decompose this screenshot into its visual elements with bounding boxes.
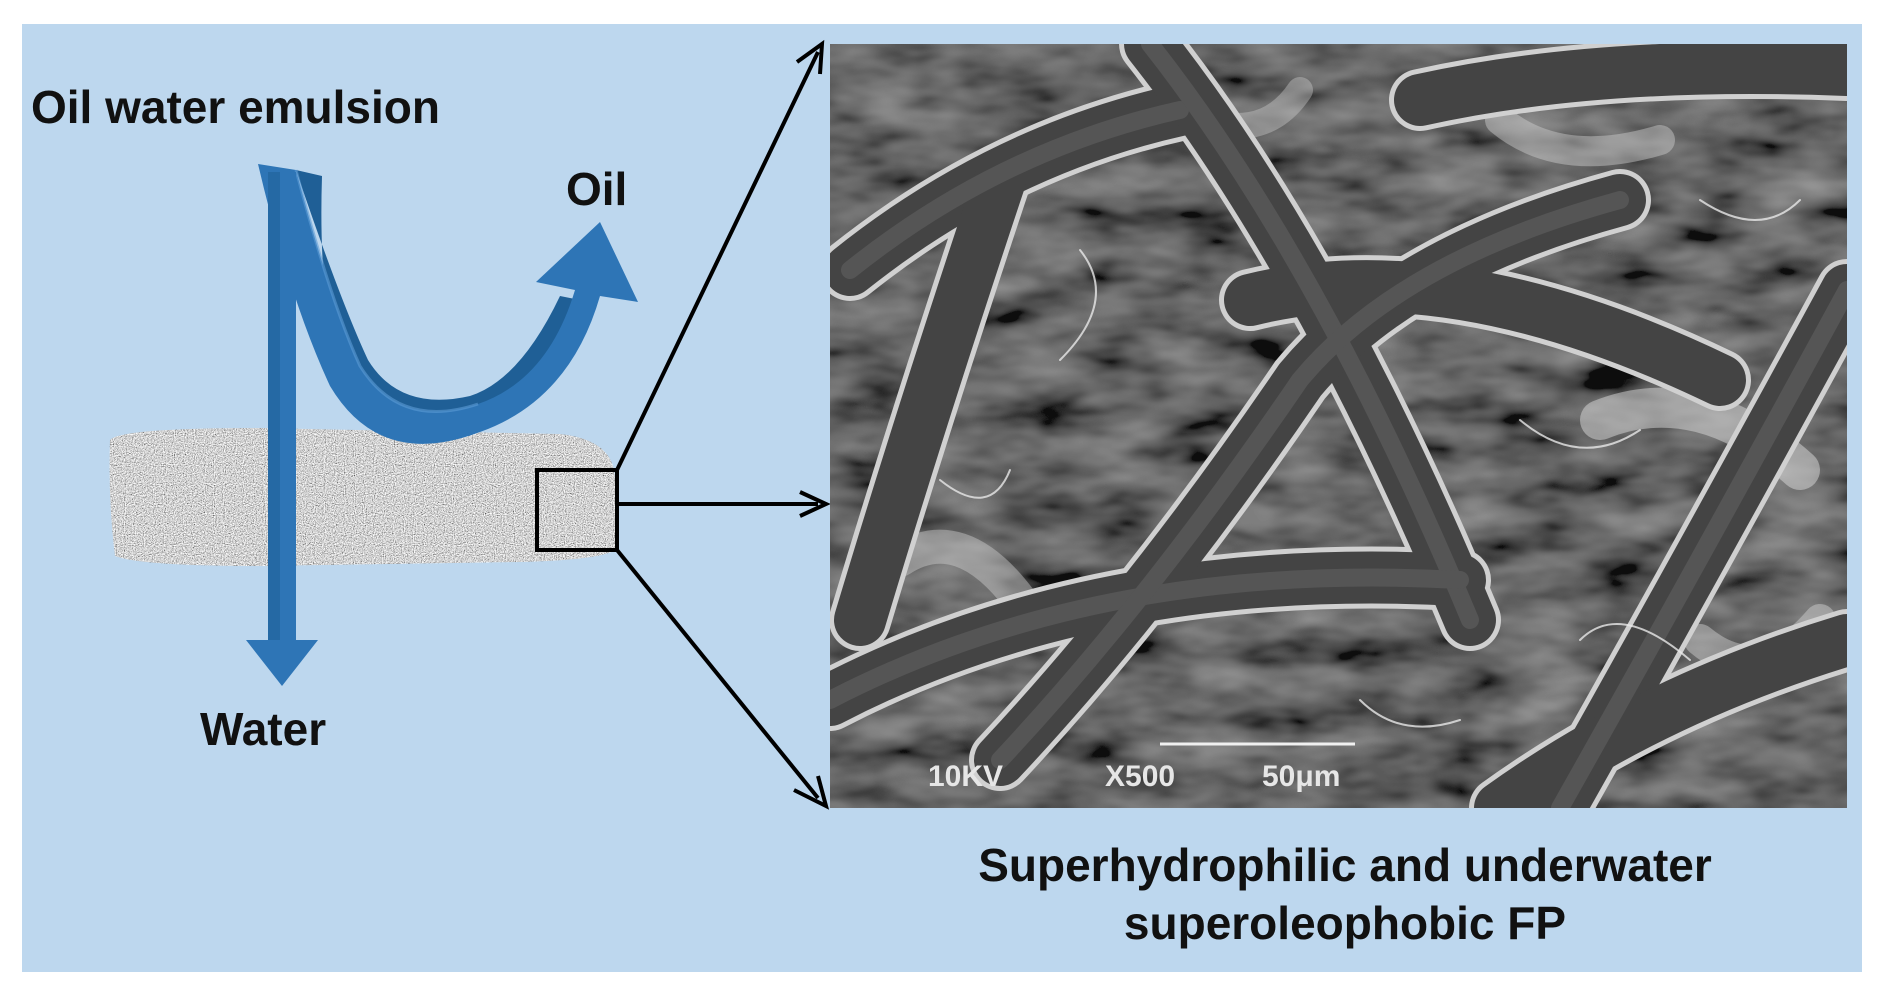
sem-voltage: 10KV [928,760,1003,793]
emulsion-label: Oil water emulsion [31,81,440,133]
micrograph-caption: Superhydrophilic and underwater superole… [820,836,1870,952]
water-label: Water [200,703,327,755]
zoom-connector-arrows [615,39,831,810]
caption-line-1: Superhydrophilic and underwater [978,839,1712,891]
oil-rejection-arrow [258,164,638,444]
sem-micrograph: 10KV X500 50μm [830,44,1847,808]
zoom-region-box [535,468,619,552]
filter-paper-disc [109,428,616,566]
caption-line-2: superoleophobic FP [1123,897,1567,949]
oil-label: Oil [566,163,628,215]
sem-magnification: X500 [1105,760,1175,793]
water-pass-arrow [246,172,318,686]
sem-scale-label: 50μm [1262,760,1340,793]
